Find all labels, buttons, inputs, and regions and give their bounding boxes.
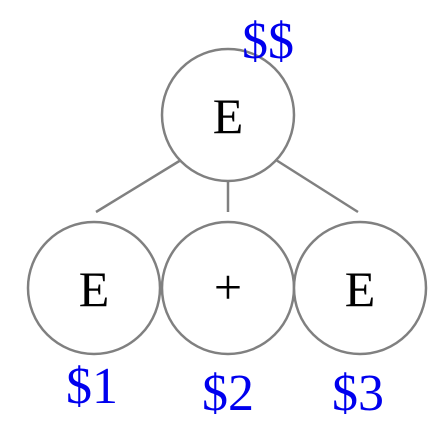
child-node-3-circle [292, 220, 428, 356]
root-node-label: E [213, 88, 244, 144]
child-node-3: E [292, 220, 428, 356]
child-2-annotation: $2 [202, 365, 254, 422]
child-node-1-circle [26, 220, 162, 356]
root-annotation: $$ [242, 13, 294, 70]
root-node: E [160, 47, 296, 183]
child-node-1: E [26, 220, 162, 356]
edge-root-to-child-3 [275, 158, 359, 214]
child-node-2: + [160, 220, 296, 356]
root-node-circle [160, 47, 296, 183]
child-node-2-label: + [214, 259, 242, 315]
child-1-annotation: $1 [66, 358, 118, 415]
child-node-1-label: E [79, 261, 110, 317]
child-3-annotation: $3 [332, 365, 384, 422]
child-node-3-label: E [345, 261, 376, 317]
edge-root-to-child-1 [95, 158, 182, 214]
